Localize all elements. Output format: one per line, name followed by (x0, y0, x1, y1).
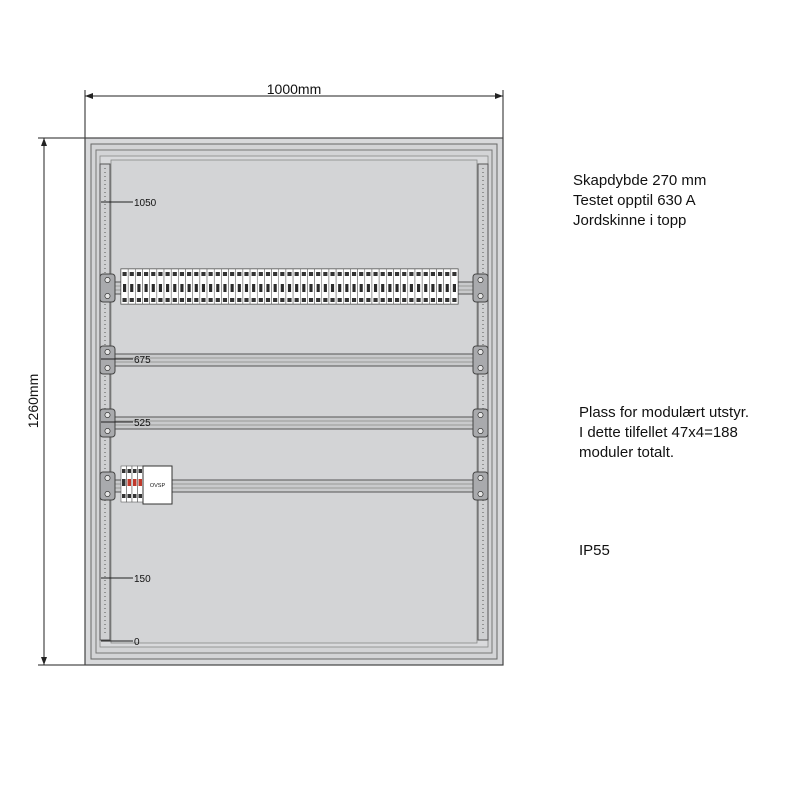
scale-mark: 675 (101, 355, 151, 366)
breaker-module (192, 268, 201, 305)
breaker-module (386, 268, 394, 305)
height-scale: 1050 675 525 150 0 (101, 198, 157, 648)
breaker-module (364, 268, 373, 305)
rail-body (103, 416, 485, 430)
spd-label: OVSP (150, 483, 166, 489)
breaker-module (292, 268, 301, 305)
breaker-module (300, 268, 308, 305)
breaker-module (156, 268, 165, 305)
breaker-module (378, 268, 387, 305)
note-module-count: I dette tilfellet 47x4=188 (579, 424, 738, 441)
breaker-module (307, 268, 315, 305)
breaker-module (135, 268, 143, 305)
breaker-module (242, 268, 251, 305)
height-label: 1260mm (25, 374, 41, 428)
breaker-module (149, 268, 158, 305)
right-side-rail (477, 163, 489, 641)
spd-module (120, 465, 127, 503)
breaker-module (328, 268, 337, 305)
rail-bracket (99, 345, 116, 375)
scale-mark-label: 1050 (134, 198, 157, 209)
scale-mark: 1050 (101, 198, 157, 209)
breaker-module (371, 268, 380, 305)
spd-unit: OVSP (142, 465, 173, 505)
breaker-module (235, 268, 244, 305)
rail-bracket (472, 471, 489, 501)
breaker-module (127, 268, 136, 305)
note-cabinet-depth: Skapdybde 270 mm (573, 172, 707, 189)
breaker-module (264, 268, 272, 305)
breaker-module (357, 268, 366, 305)
scale-mark-label: 525 (134, 418, 151, 429)
rail-bracket (472, 408, 489, 438)
scale-mark-label: 675 (134, 355, 151, 366)
breaker-module (407, 268, 416, 305)
breaker-module (314, 268, 323, 305)
note-tested-current: Testet opptil 630 A (573, 192, 696, 209)
rail-bracket (99, 408, 116, 438)
spd-module (137, 465, 144, 503)
rail-bracket (472, 345, 489, 375)
scale-mark-label: 150 (134, 574, 151, 585)
enclosure (84, 137, 504, 666)
din-rail (99, 471, 489, 501)
left-side-rail (99, 163, 111, 641)
breaker-module (285, 268, 294, 305)
breaker-module (120, 268, 129, 305)
breaker-module (436, 268, 444, 305)
scale-mark: 150 (101, 574, 151, 585)
breaker-row (120, 268, 459, 305)
surge-protection-group: OVSP (120, 465, 173, 505)
breaker-module (249, 268, 258, 305)
breaker-module (271, 268, 279, 305)
spd-module (131, 465, 138, 503)
breaker-module (142, 268, 150, 305)
breaker-module (199, 268, 208, 305)
breaker-module (178, 268, 186, 305)
note-earth-bar: Jordskinne i topp (573, 212, 687, 229)
scale-mark: 0 (101, 637, 140, 648)
breaker-module (163, 268, 172, 305)
breaker-module (443, 268, 452, 305)
spec-notes: Skapdybde 270 mm Testet opptil 630 A Jor… (573, 171, 706, 231)
scale-mark: 525 (101, 418, 151, 429)
din-rail (99, 345, 489, 375)
breaker-module (421, 268, 430, 305)
breaker-module (221, 268, 229, 305)
din-rail (99, 408, 489, 438)
breaker-module (400, 268, 409, 305)
breaker-module (343, 268, 351, 305)
breaker-module (213, 268, 222, 305)
width-dimension: 1000mm (84, 81, 504, 138)
note-modules-total: moduler totalt. (579, 444, 675, 461)
breaker-module (185, 268, 193, 305)
note-modular-space: Plass for modulært utstyr. (579, 404, 750, 421)
width-label: 1000mm (267, 81, 321, 97)
breaker-module (414, 268, 423, 305)
breaker-module (393, 268, 401, 305)
breaker-module (321, 268, 330, 305)
breaker-module (450, 268, 459, 305)
rail-bracket (99, 273, 116, 303)
rail-bracket (99, 471, 116, 501)
scale-mark-label: 0 (134, 637, 140, 648)
spd-module (126, 465, 133, 503)
breaker-module (278, 268, 287, 305)
breaker-module (206, 268, 215, 305)
rail-bracket (472, 273, 489, 303)
breaker-module (256, 268, 265, 305)
breaker-module (350, 268, 358, 305)
height-dimension: 1260mm (25, 137, 85, 666)
breaker-module (228, 268, 236, 305)
breaker-module (429, 268, 437, 305)
modular-notes: Plass for modulært utstyr. I dette tilfe… (579, 403, 749, 463)
ip-rating: IP55 (579, 542, 610, 559)
breaker-module (335, 268, 344, 305)
breaker-module (170, 268, 179, 305)
rail-body (103, 353, 485, 367)
